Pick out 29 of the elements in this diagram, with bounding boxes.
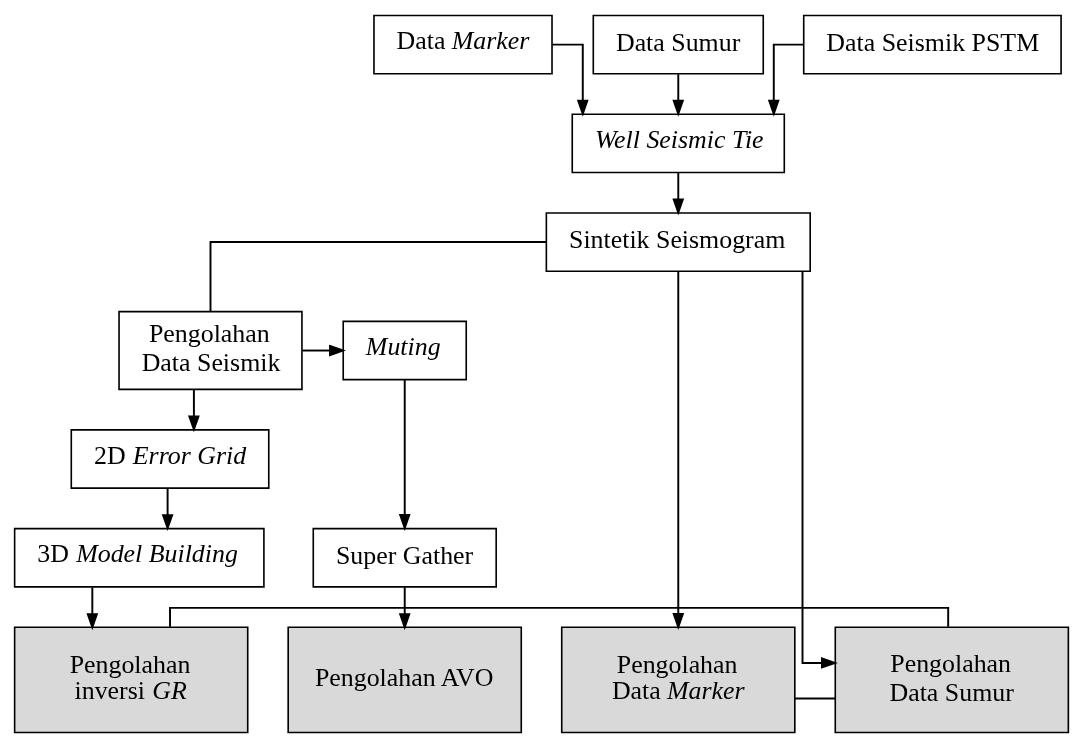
node-box: Pengolahan Data Seismik bbox=[118, 310, 303, 390]
arrow bbox=[161, 487, 174, 531]
arrow bbox=[767, 43, 805, 117]
node-box: Sintetik Seismogram bbox=[545, 211, 811, 272]
arrow bbox=[86, 585, 99, 630]
connector bbox=[169, 606, 950, 628]
arrow bbox=[398, 378, 411, 531]
node-box: Pengolahan AVO bbox=[287, 626, 523, 733]
node-box: Pengolahan Data Sumur bbox=[834, 626, 1070, 733]
node-box: Pengolahan Data Marker bbox=[560, 626, 796, 733]
connector bbox=[209, 240, 548, 312]
node-box: Super Gather bbox=[312, 527, 497, 588]
node-box: 2D Error Grid bbox=[70, 428, 270, 489]
node-box: Well Seismic Tie bbox=[571, 112, 786, 173]
node-box: Data Seismik PSTM bbox=[802, 14, 1062, 75]
arrow bbox=[801, 270, 838, 669]
arrow bbox=[672, 171, 685, 215]
arrow bbox=[188, 388, 200, 432]
arrow bbox=[672, 72, 685, 117]
node-box: Data Sumur bbox=[592, 14, 765, 75]
arrow bbox=[398, 585, 411, 630]
node-box: Pengolahan inversi GR bbox=[13, 626, 249, 733]
node-box: Data Marker bbox=[373, 14, 553, 75]
arrow bbox=[672, 270, 685, 630]
node-box: 3D Model Building bbox=[13, 527, 265, 588]
arrow bbox=[551, 43, 589, 117]
node-box: Muting bbox=[342, 320, 468, 380]
arrow bbox=[301, 344, 346, 356]
connector bbox=[794, 697, 836, 699]
